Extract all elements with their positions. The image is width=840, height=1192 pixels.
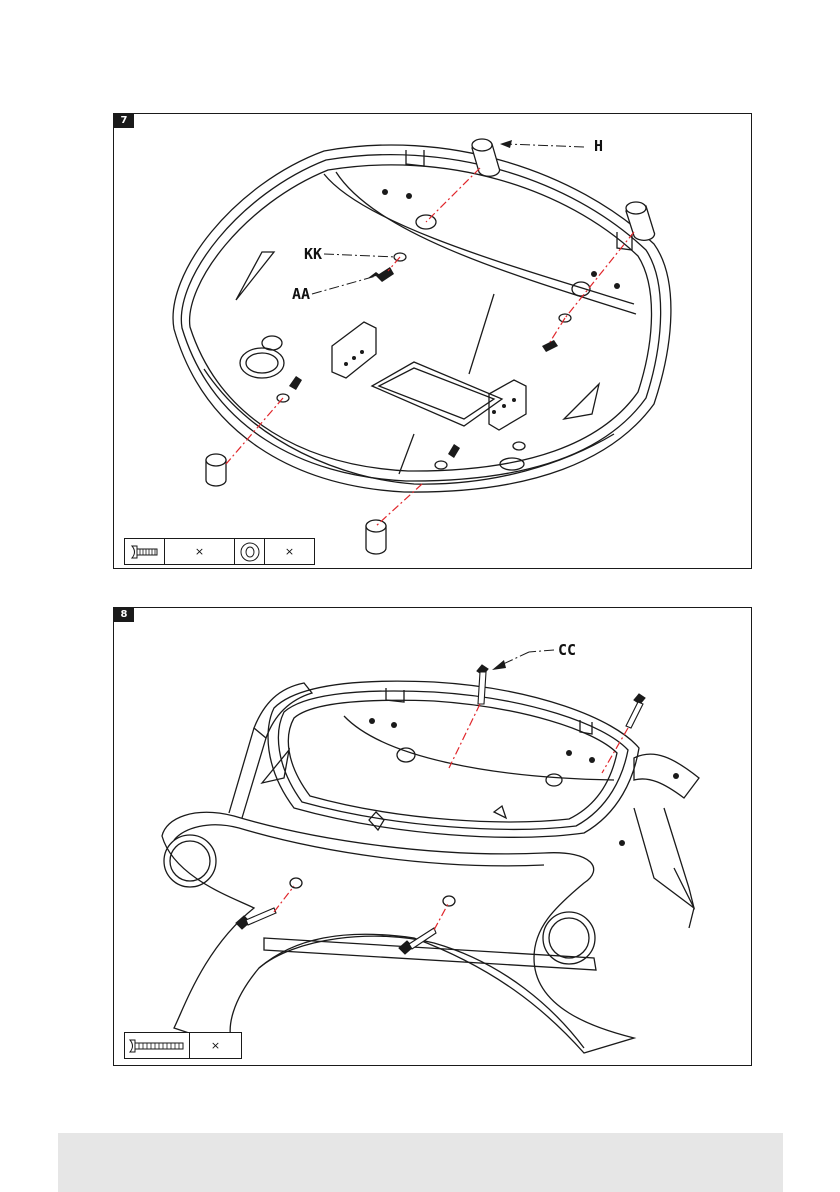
grill-lid-underside-illustration <box>114 114 751 568</box>
grill-stand-assembly-illustration <box>114 608 751 1065</box>
callout-aa: AA <box>292 286 310 302</box>
footer-bar <box>58 1133 783 1192</box>
parts-legend: × <box>124 1032 242 1059</box>
callout-h: H <box>594 138 603 154</box>
callout-cc: CC <box>558 642 576 658</box>
step-8-panel: 8 <box>113 607 752 1066</box>
washer-icon <box>235 539 265 564</box>
callout-kk: KK <box>304 246 322 262</box>
screw-icon <box>125 539 165 564</box>
long-bolt-icon <box>125 1033 190 1058</box>
bolt-quantity: × <box>190 1033 241 1058</box>
washer-quantity: × <box>265 539 314 564</box>
parts-legend: × × <box>124 538 315 565</box>
screw-quantity: × <box>165 539 235 564</box>
step-7-panel: 7 <box>113 113 752 569</box>
